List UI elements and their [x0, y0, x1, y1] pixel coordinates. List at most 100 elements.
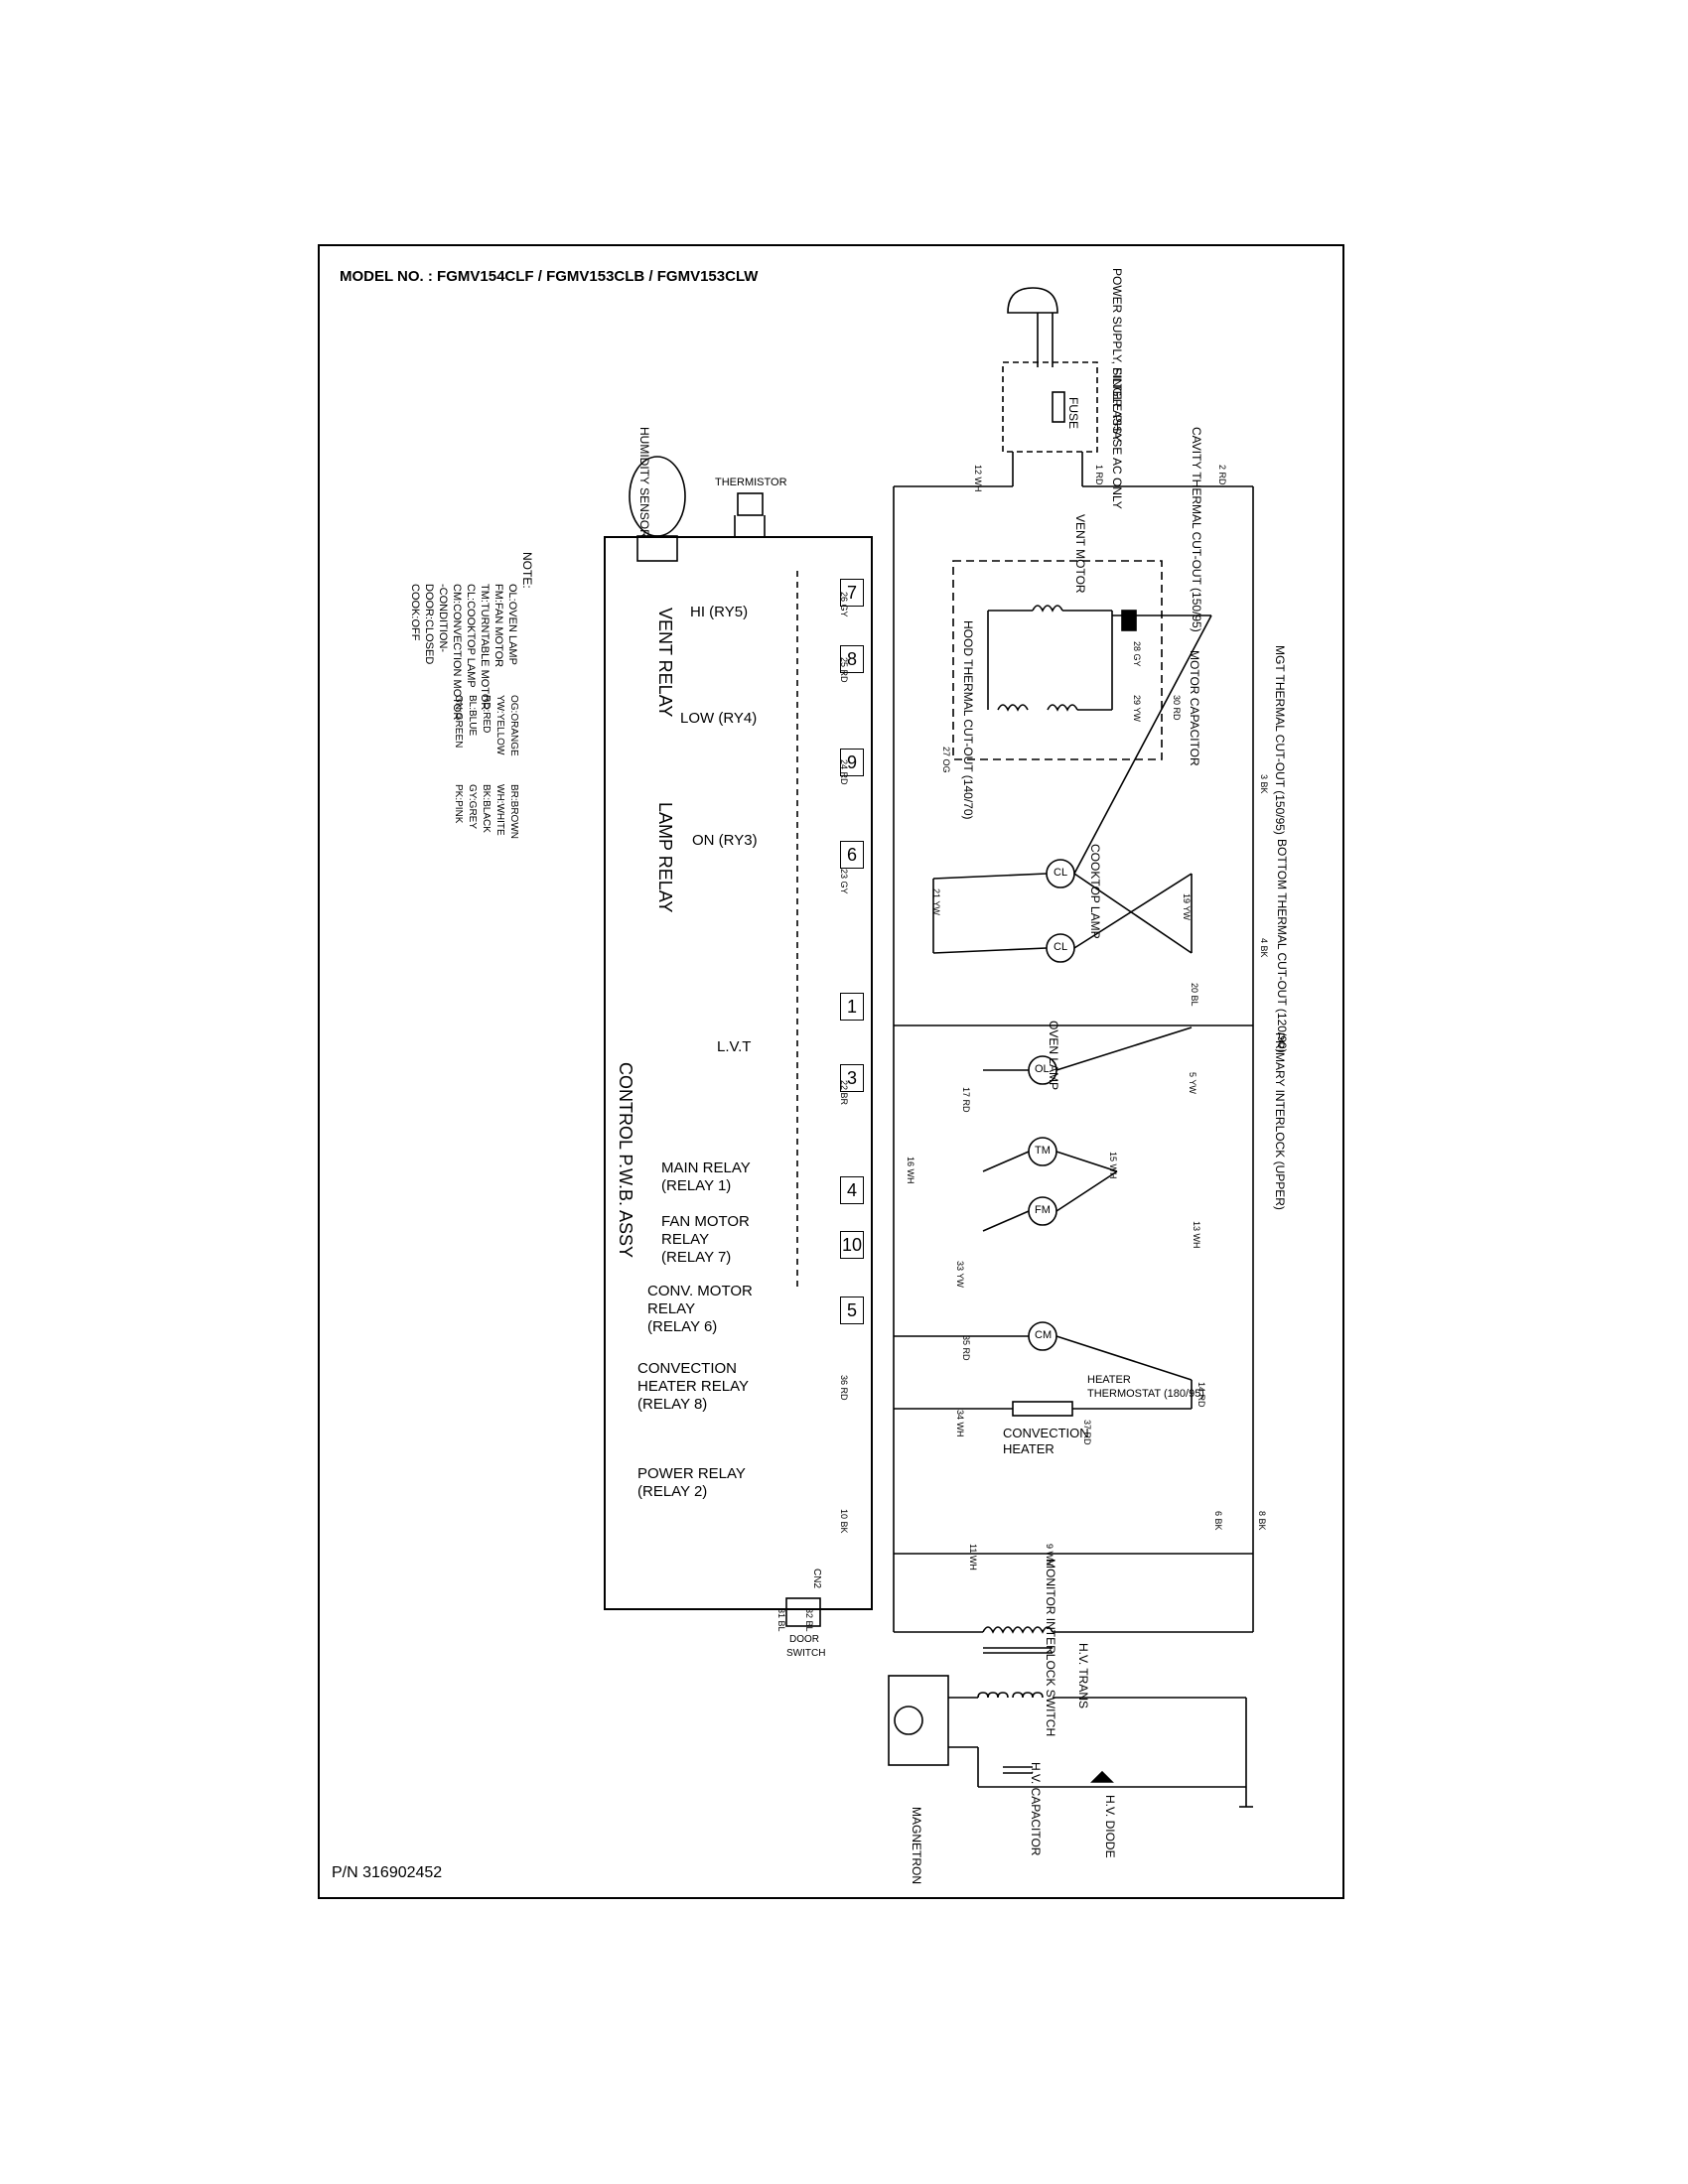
vent-motor-coil-1	[1032, 605, 1063, 613]
diagram-frame	[318, 244, 1344, 1899]
heater-thermostat-label-2: THERMOSTAT (180/95)	[1087, 1388, 1204, 1400]
convection-heater-label-1: CONVECTION	[1003, 1426, 1089, 1440]
wire-label: 10 BK	[839, 1509, 849, 1534]
magnetron-symbol	[894, 1706, 923, 1735]
wire-label: 13 WH	[1192, 1221, 1201, 1249]
fan-motor-symbol: FM	[1035, 1204, 1051, 1216]
wire-label: 22 BR	[839, 1080, 849, 1106]
oven-lamp-symbol: OL	[1035, 1063, 1050, 1075]
legend-color-1-3: BL:BLUE	[467, 695, 478, 737]
cooktop-lamp-1-symbol: CL	[1054, 867, 1068, 879]
wire-label: 20 BL	[1190, 983, 1199, 1007]
control-board-title: CONTROL P.W.B. ASSY	[616, 1062, 635, 1259]
convection-motor-symbol: CM	[1035, 1329, 1053, 1341]
primary-interlock-label: PRIMARY INTERLOCK (UPPER)	[1273, 1032, 1287, 1210]
legend-color-2-0: BR:BROWN	[508, 784, 519, 839]
hv-diode-label: H.V. DIODE	[1103, 1795, 1117, 1858]
heater-relay-label-3: (RELAY 8)	[637, 1396, 708, 1413]
legend-condition-1: COOK:OFF	[409, 584, 421, 641]
cavity-cutout-label: CAVITY THERMAL CUT-OUT (150/95)	[1190, 427, 1203, 632]
vent-motor-coil-3	[1047, 704, 1078, 712]
fan-relay-label-1: FAN MOTOR	[661, 1213, 750, 1230]
wire-label: 14 RD	[1196, 1382, 1206, 1408]
model-title: MODEL NO. : FGMV154CLF / FGMV153CLB / FG…	[340, 268, 759, 285]
wire-label: 17 RD	[961, 1087, 971, 1113]
wire-label: 8 BK	[1257, 1511, 1267, 1531]
power-relay-label-2: (RELAY 2)	[637, 1483, 708, 1500]
legend-color-2-2: BK:BLACK	[481, 784, 492, 833]
hv-capacitor-label: H.V. CAPACITOR	[1029, 1762, 1043, 1856]
convection-heater-label-2: HEATER	[1003, 1441, 1055, 1456]
hv-trans-primary	[982, 1626, 1054, 1634]
legend-condition-title: -CONDITION-	[437, 584, 449, 653]
terminal-3: 3	[840, 1064, 864, 1092]
conv-relay-label-1: CONV. MOTOR	[647, 1283, 753, 1299]
fan-relay-label-3: (RELAY 7)	[661, 1249, 732, 1266]
motor-capacitor-label: MOTOR CAPACITOR	[1188, 650, 1201, 766]
wire-label: 26 GY	[839, 592, 849, 617]
fuse-symbol	[1052, 391, 1065, 423]
bottom-cutout-label: BOTTOM THERMAL CUT-OUT (120/90)	[1275, 839, 1289, 1053]
legend-abbr-1: FM:FAN MOTOR	[492, 584, 504, 668]
terminal-1: 1	[840, 993, 864, 1021]
turntable-motor-symbol: TM	[1035, 1145, 1051, 1157]
fuse-label: FUSE	[1066, 397, 1080, 430]
terminal-8: 8	[840, 645, 864, 673]
cooktop-lamp-label: COOKTOP LAMP	[1088, 844, 1102, 939]
oven-lamp-label: OVEN LAMP	[1047, 1021, 1060, 1091]
cooktop-lamp-2-symbol: CL	[1054, 941, 1068, 953]
filter-label: FILTER ASSY	[1110, 367, 1124, 443]
legend-color-1-4: GN:GREEN	[453, 695, 464, 749]
terminal-7: 7	[840, 579, 864, 607]
vent-motor-box	[952, 560, 1163, 760]
terminal-5: 5	[840, 1297, 864, 1324]
wire-label: 21 YW	[931, 888, 941, 915]
wire-label: 16 WH	[906, 1157, 915, 1184]
wire-label: 5 YW	[1188, 1072, 1197, 1094]
cn2-label: CN2	[811, 1569, 822, 1589]
wire-label: 30 RD	[1172, 695, 1182, 721]
convection-heater-symbol	[1012, 1401, 1073, 1417]
terminal-10: 10	[840, 1231, 864, 1259]
legend-abbr-0: OL:OVEN LAMP	[506, 584, 518, 665]
control-board	[604, 536, 873, 1610]
vent-motor-coil-2	[997, 704, 1029, 712]
wire-label: 1 RD	[1094, 465, 1104, 485]
legend-color-2-1: WH:WHITE	[494, 784, 505, 836]
wire-label: 36 RD	[839, 1375, 849, 1401]
legend-color-1-0: OG:ORANGE	[508, 695, 519, 756]
legend-color-1-2: RD:RED	[481, 695, 492, 734]
wire-label: 6 BK	[1213, 1511, 1223, 1531]
legend-abbr-2: TM:TURNTABLE MOTOR	[479, 584, 491, 711]
magnetron-label: MAGNETRON	[910, 1807, 923, 1884]
thermistor-label: THERMISTOR	[715, 477, 787, 488]
plug-symbol	[1007, 287, 1058, 314]
main-relay-label-2: (RELAY 1)	[661, 1177, 732, 1194]
terminal-4: 4	[840, 1176, 864, 1204]
wire-label: 25 RD	[839, 657, 849, 683]
hood-cutout-label: HOOD THERMAL CUT-OUT (140/70)	[961, 620, 975, 820]
wire-label: 4 BK	[1259, 938, 1269, 958]
thermistor-symbol	[737, 492, 764, 516]
wire-label: 28 GY	[1132, 641, 1142, 667]
wire-label: 12 WH	[973, 465, 983, 492]
wire-label: 15 WH	[1108, 1152, 1118, 1179]
legend-color-2-3: GY:GREY	[467, 784, 478, 830]
humidity-sensor-label: HUMIDITY SENSOR	[637, 427, 651, 538]
wire-label: 23 GY	[839, 869, 849, 894]
legend-note: NOTE:	[520, 552, 534, 589]
wire-label: 19 YW	[1182, 893, 1192, 920]
lvt-label: L.V.T	[717, 1038, 752, 1055]
relay-hi-label: HI (RY5)	[690, 604, 749, 620]
relay-low-label: LOW (RY4)	[680, 710, 758, 727]
mgt-cutout-label: MGT THERMAL CUT-OUT (150/95)	[1273, 645, 1287, 835]
part-number: P/N 316902452	[332, 1864, 443, 1881]
terminal-6: 6	[840, 841, 864, 869]
power-relay-label-1: POWER RELAY	[637, 1465, 746, 1482]
heater-relay-label-2: HEATER RELAY	[637, 1378, 749, 1395]
relay-on-label: ON (RY3)	[692, 832, 758, 849]
wire-label: 24 RD	[839, 759, 849, 785]
conv-relay-label-2: RELAY	[647, 1300, 696, 1317]
legend-condition-0: DOOR:CLOSED	[423, 584, 435, 665]
